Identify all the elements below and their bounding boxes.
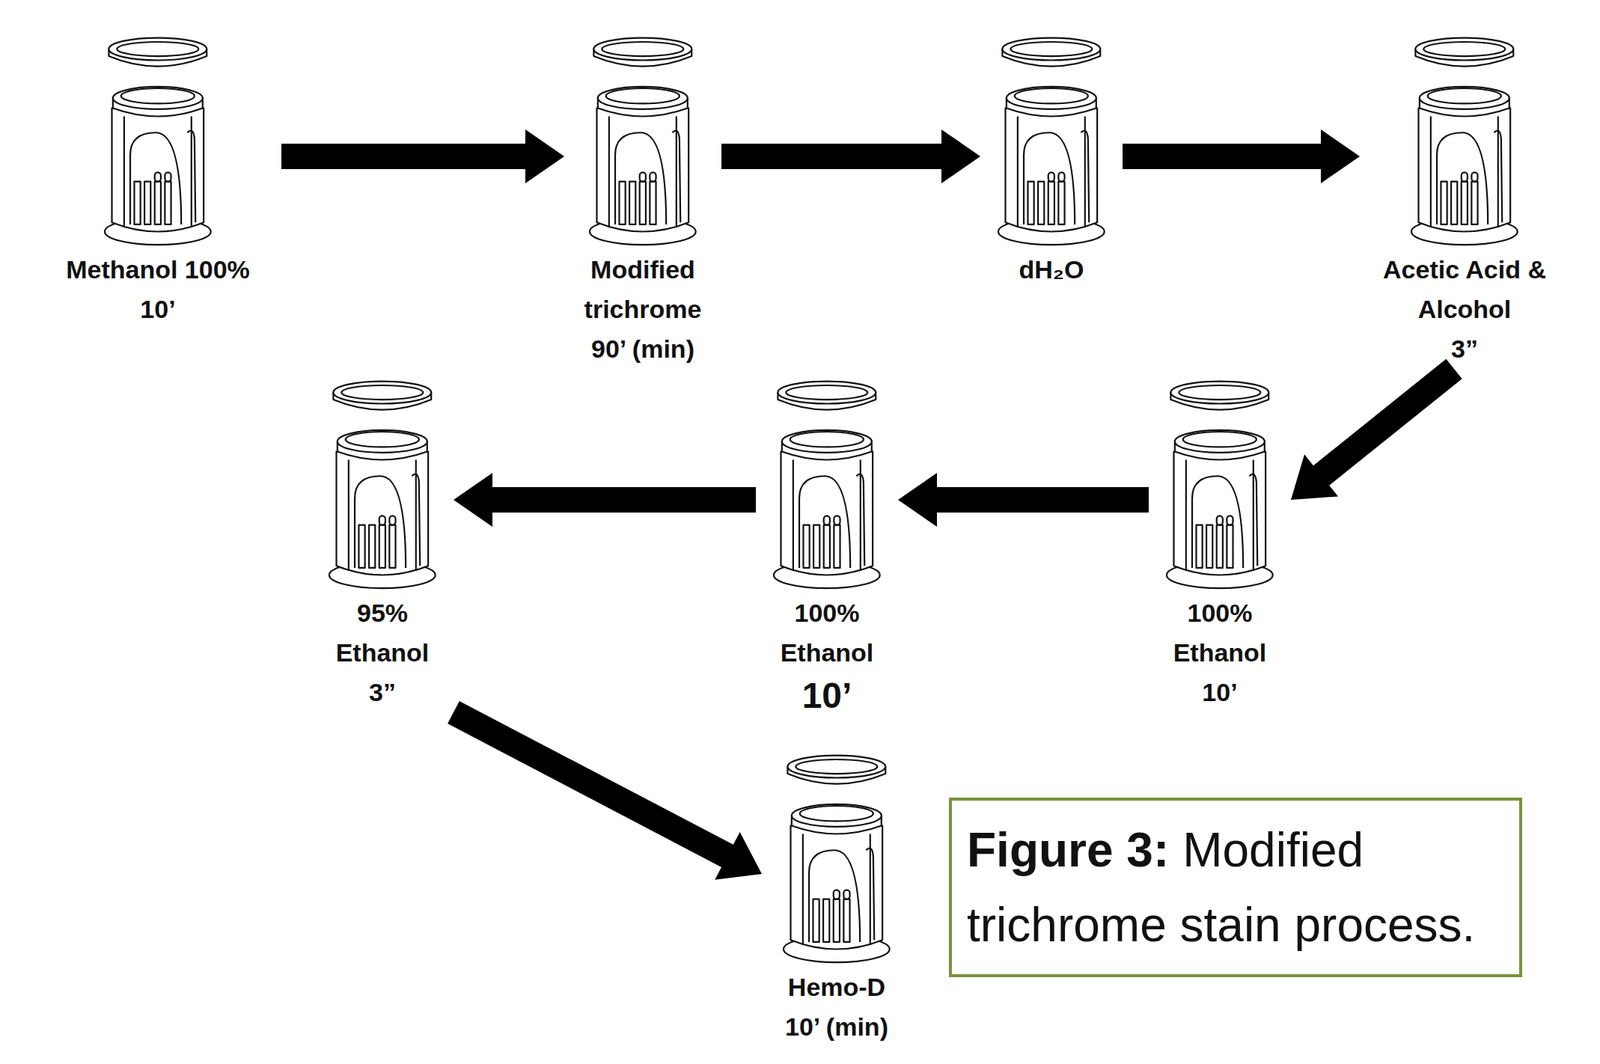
reagent-name: Acetic Acid & Alcohol — [1359, 249, 1570, 330]
staining-jar — [324, 374, 442, 594]
reagent-name: 95% Ethanol — [311, 593, 454, 673]
reagent-name: Modified trichrome — [564, 249, 722, 330]
flow-arrow — [721, 129, 981, 184]
step-time: 3” — [311, 672, 454, 713]
staining-jar-step: Acetic Acid & Alcohol3” — [1359, 30, 1570, 369]
step-time: 90’ (min) — [564, 329, 722, 369]
staining-jar — [778, 748, 896, 968]
step-time: 10’ — [34, 289, 282, 330]
flow-arrow — [447, 701, 762, 881]
staining-jar — [993, 30, 1111, 250]
step-time: 10’ (min) — [761, 1007, 912, 1047]
flow-arrow — [1290, 359, 1463, 500]
step-time: 3” — [1359, 329, 1570, 369]
staining-jar — [768, 374, 887, 594]
flow-arrow — [898, 472, 1149, 527]
staining-jar — [1161, 374, 1279, 594]
reagent-name: Hemo-D — [761, 967, 912, 1008]
flow-arrow — [1122, 129, 1360, 184]
flow-arrow — [281, 129, 565, 184]
staining-jar — [99, 30, 218, 250]
staining-jar-step: 95% Ethanol3” — [311, 374, 454, 713]
figure-number: Figure 3: — [966, 823, 1169, 878]
staining-jar-step: Hemo-D10’ (min) — [761, 748, 912, 1047]
staining-jar-step: 100% Ethanol10’ — [1148, 374, 1291, 713]
step-time: 10’ — [755, 672, 899, 720]
caption-box: Figure 3:Modified trichrome stain proces… — [948, 797, 1523, 978]
staining-jar — [1406, 30, 1524, 250]
reagent-name: 100% Ethanol — [1148, 593, 1291, 673]
flow-arrow — [453, 472, 756, 527]
reagent-name: 100% Ethanol — [755, 593, 899, 673]
reagent-name: Methanol 100% — [34, 249, 282, 290]
staining-jar-step: 100% Ethanol10’ — [755, 374, 899, 720]
staining-jar-step: dH₂O — [980, 30, 1123, 290]
staining-jar-step: Methanol 100%10’ — [34, 30, 282, 330]
reagent-name: dH₂O — [980, 249, 1123, 290]
staining-jar — [584, 30, 702, 250]
step-time: 10’ — [1148, 672, 1291, 713]
staining-jar-step: Modified trichrome90’ (min) — [564, 30, 722, 369]
